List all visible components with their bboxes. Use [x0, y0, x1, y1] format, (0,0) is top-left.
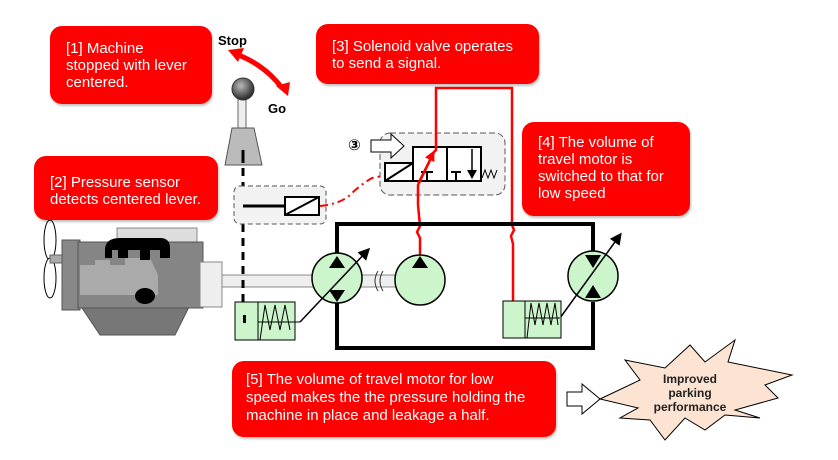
improved-performance-text: Improved parking performance [653, 372, 727, 414]
step-3-marker: ③ [348, 136, 361, 154]
motor-regulator [502, 300, 562, 339]
callout-step-5: [5] The volume of travel motor for low s… [232, 361, 556, 437]
callout-step-3: [3] Solenoid valve operates to send a si… [316, 24, 539, 84]
engine-icon [61, 227, 223, 336]
fan-icon [43, 219, 65, 299]
go-label: Go [268, 101, 287, 116]
callout-step-4: [4] The volume of travel motor is switch… [522, 122, 690, 216]
pilot-signal-lines [415, 86, 516, 312]
improved-performance-burst [598, 338, 794, 441]
drive-shaft [221, 270, 401, 292]
pilot-pump-icon [394, 254, 446, 306]
solenoid-valve [370, 132, 506, 196]
stop-go-arrow-icon [228, 48, 290, 96]
input-arrow-icon [370, 132, 405, 160]
callout-step-2: [2] Pressure sensor detects centered lev… [34, 156, 218, 220]
electrical-signal-line [319, 175, 383, 207]
travel-lever-icon [224, 77, 263, 166]
pressure-sensor [233, 185, 327, 225]
stop-label: Stop [218, 33, 247, 48]
main-hydraulic-loop [335, 222, 595, 350]
travel-motor-icon [559, 232, 622, 319]
callout-step-1: [1] Machine stopped with lever centered. [50, 26, 212, 104]
variable-pump-icon [299, 247, 371, 323]
pump-regulator [234, 301, 300, 341]
result-arrow-icon [566, 382, 601, 416]
